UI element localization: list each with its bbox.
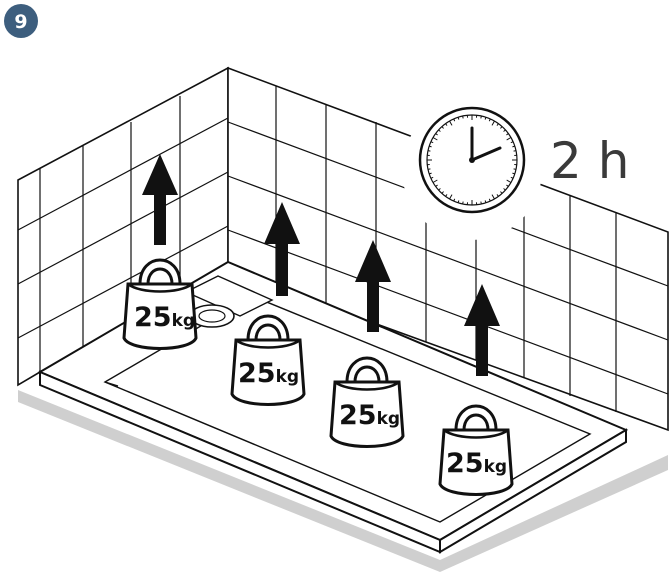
- weight-label: 25kg: [446, 448, 507, 479]
- step-number: 9: [14, 11, 27, 33]
- clock-tick: [429, 145, 432, 148]
- left-wall-tiles: [17, 96, 229, 372]
- clock-tick: [488, 118, 491, 122]
- clock-tick: [449, 194, 453, 200]
- clock-tick: [445, 123, 448, 126]
- duration-callout: 2 h: [402, 100, 629, 240]
- clock-tick: [506, 133, 509, 136]
- clock-tick: [435, 184, 438, 187]
- left-wall: [17, 66, 229, 387]
- clock-icon: [418, 106, 526, 214]
- clock-tick: [506, 137, 512, 141]
- clock-tick: [512, 145, 515, 148]
- clock-tick: [513, 150, 517, 152]
- clock-tick: [438, 129, 441, 132]
- clock-tick: [512, 172, 515, 175]
- clock-tick: [457, 200, 460, 203]
- clock-tick: [441, 191, 444, 194]
- weight-1: 25kg: [122, 258, 198, 350]
- step-badge-circle: [4, 4, 38, 38]
- clock-tick: [496, 123, 499, 126]
- weight-label: 25kg: [238, 358, 299, 389]
- clock-tick: [438, 188, 441, 191]
- clock-tick: [441, 126, 444, 129]
- weight-label: 25kg: [134, 302, 195, 333]
- clock-tick: [503, 188, 506, 191]
- up-arrow-icon: [355, 240, 391, 332]
- clock-tick: [435, 133, 438, 136]
- clock-tick: [484, 117, 487, 120]
- clock-tick: [427, 150, 431, 152]
- clock-tick: [496, 194, 499, 197]
- clock-tick: [453, 198, 456, 202]
- weight-2: 25kg: [230, 314, 306, 406]
- step-badge: 9: [4, 4, 38, 38]
- clock-tick: [500, 191, 503, 194]
- up-arrow-icon: [264, 202, 300, 296]
- clock-tick: [510, 141, 514, 144]
- clock-tick: [449, 120, 453, 126]
- clock-tick: [480, 201, 482, 205]
- clock-tick: [427, 168, 431, 170]
- clock-tick: [491, 194, 495, 200]
- drain: [184, 275, 274, 328]
- clock-tick: [506, 179, 512, 183]
- clock-tick: [484, 200, 487, 203]
- clock-tick: [462, 115, 464, 119]
- up-arrow-icon: [464, 284, 500, 376]
- clock-tick: [488, 198, 491, 202]
- clock-tick: [462, 201, 464, 205]
- clock-tick: [430, 176, 434, 179]
- weight-label: 25kg: [339, 400, 400, 431]
- duration-label: 2 h: [550, 132, 629, 190]
- clock-tick: [453, 118, 456, 122]
- lift-arrows: [142, 154, 500, 376]
- clock-tick: [500, 126, 503, 129]
- clock-tick: [432, 137, 438, 141]
- clock-tick: [445, 194, 448, 197]
- clock-tick: [503, 129, 506, 132]
- clock-tick: [430, 141, 434, 144]
- weight-4: 25kg: [438, 404, 514, 496]
- clock-tick: [480, 115, 482, 119]
- clock-tick: [506, 184, 509, 187]
- clock-tick: [491, 120, 495, 126]
- clock-tick: [513, 168, 517, 170]
- clock-tick: [432, 179, 438, 183]
- clock-tick: [457, 117, 460, 120]
- weight-3: 25kg: [329, 356, 405, 448]
- up-arrow-icon: [142, 154, 178, 245]
- clock-tick: [429, 172, 432, 175]
- clock-tick: [510, 176, 514, 179]
